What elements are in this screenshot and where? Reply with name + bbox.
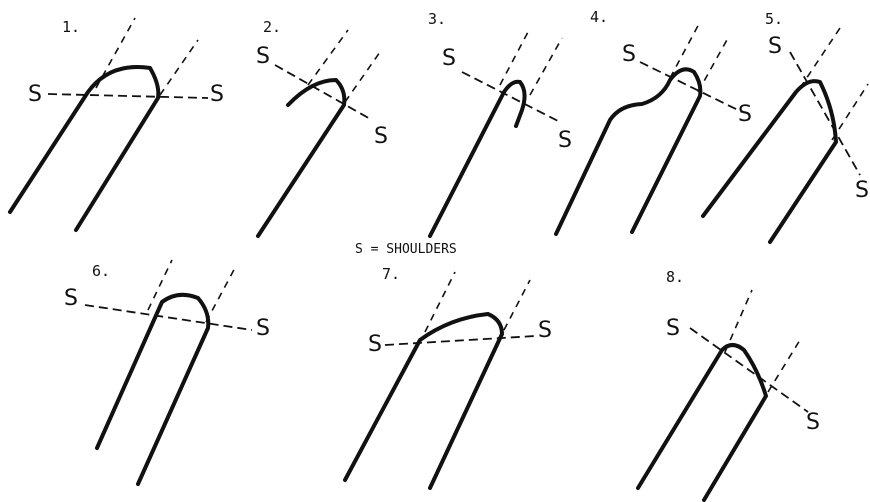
panel-3-drawing xyxy=(428,31,563,238)
shoulder-label: S xyxy=(256,44,270,69)
panel-8-number: 8. xyxy=(666,268,685,286)
panel-7-number: 7. xyxy=(382,265,401,283)
shoulder-label: S xyxy=(538,318,552,343)
shoulder-label: S xyxy=(666,316,680,341)
panel-4-number: 4. xyxy=(590,8,609,26)
shoulder-label: S xyxy=(64,286,78,311)
shoulder-label: S xyxy=(368,332,382,357)
panel-3-number: 3. xyxy=(428,10,447,28)
panel-5-drawing xyxy=(701,27,869,244)
shoulder-label: S xyxy=(210,82,224,107)
legend-shoulders: S = SHOULDERS xyxy=(355,242,457,257)
panel-6-drawing xyxy=(84,259,253,486)
shoulder-label: S xyxy=(768,34,782,59)
shoulder-label: S xyxy=(442,46,456,71)
shoulder-label: S xyxy=(622,42,636,67)
panel-1-drawing xyxy=(8,17,209,232)
shoulder-label: S xyxy=(738,102,752,127)
panel-6-number: 6. xyxy=(92,262,111,280)
shoulder-label: S xyxy=(806,410,820,435)
shoulder-label: S xyxy=(256,316,270,341)
panel-2-number: 2. xyxy=(263,18,282,36)
panel-8-drawing xyxy=(636,289,809,502)
shoulder-label: S xyxy=(855,178,869,203)
shoulder-label: S xyxy=(28,82,42,107)
panel-4-drawing xyxy=(554,21,743,236)
shoulder-label: S xyxy=(558,128,572,153)
panel-2-drawing xyxy=(256,29,381,238)
panel-7-drawing xyxy=(343,271,536,490)
panel-1-number: 1. xyxy=(62,18,81,36)
shoulder-label: S xyxy=(374,124,388,149)
panel-5-number: 5. xyxy=(765,10,784,28)
